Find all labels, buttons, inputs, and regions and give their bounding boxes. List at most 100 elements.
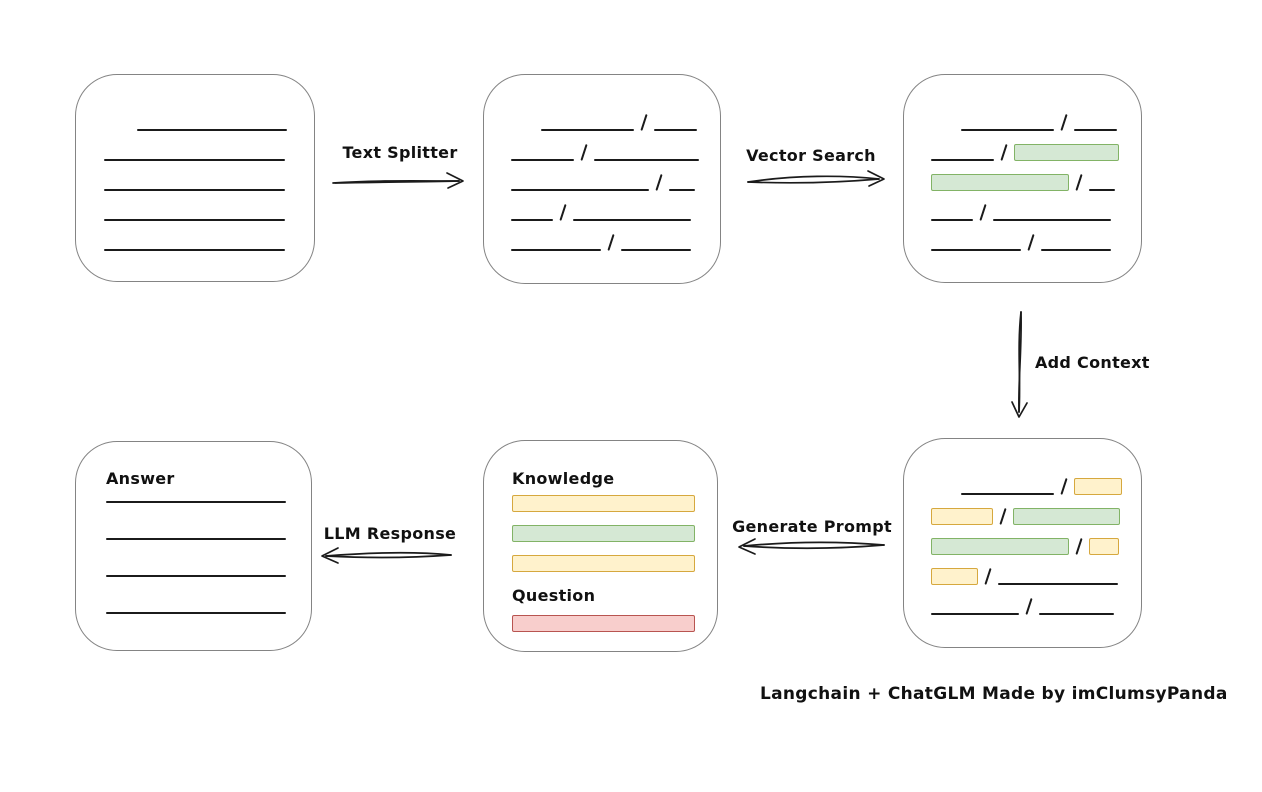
- text-line: [104, 249, 285, 251]
- text-line: [573, 219, 691, 221]
- node-context-chunks: [903, 438, 1142, 648]
- text-line: [961, 493, 1054, 495]
- text-row: [931, 131, 1141, 161]
- slash-separator: [1026, 233, 1036, 251]
- text-row: [931, 191, 1141, 221]
- text-row: [104, 131, 314, 161]
- text-splitter-label: Text Splitter: [342, 143, 458, 162]
- text-row: [511, 131, 720, 161]
- green-highlight-chip: [931, 174, 1069, 191]
- node-matched-chunks: [903, 74, 1142, 283]
- green-highlight-chip: [1013, 508, 1120, 525]
- text-row: [511, 161, 720, 191]
- text-row: [931, 525, 1141, 555]
- slash-separator: [639, 113, 649, 131]
- text-line: [1039, 613, 1114, 615]
- yellow-highlight-chip: [1089, 538, 1119, 555]
- text-line: [106, 501, 286, 503]
- green-highlight-chip: [931, 538, 1069, 555]
- node-label: Knowledge: [512, 468, 615, 488]
- node-answer: Answer: [75, 441, 312, 651]
- slash-separator: [1024, 597, 1034, 615]
- text-row: [931, 161, 1141, 191]
- slash-separator: [558, 203, 568, 221]
- text-row: Knowledge: [512, 461, 717, 488]
- indent-gap: [104, 130, 137, 131]
- text-row: [106, 540, 311, 577]
- text-line: [931, 219, 973, 221]
- yellow-highlight-chip: [931, 568, 978, 585]
- node-label: Answer: [106, 468, 175, 488]
- text-row: [511, 221, 720, 251]
- node-label: Question: [512, 585, 596, 605]
- text-line: [104, 219, 285, 221]
- slash-separator: [579, 143, 589, 161]
- text-row: [931, 465, 1141, 495]
- green-highlight-chip: [1014, 144, 1119, 161]
- yellow-highlight-chip: [931, 508, 993, 525]
- llm-response-label: LLM Response: [323, 524, 457, 543]
- red-highlight-chip: [512, 615, 695, 632]
- text-row: [104, 101, 314, 131]
- text-row: Answer: [106, 464, 311, 488]
- node-split-chunks: [483, 74, 721, 284]
- text-line: [998, 583, 1118, 585]
- indent-gap: [931, 130, 961, 131]
- text-line: [594, 159, 699, 161]
- text-row: [104, 221, 314, 251]
- text-line: [993, 219, 1111, 221]
- text-line: [1074, 129, 1117, 131]
- generate-prompt-arrow: [738, 538, 885, 555]
- yellow-highlight-chip: [512, 495, 695, 512]
- text-line: [1041, 249, 1111, 251]
- text-row: [106, 503, 311, 540]
- text-row: [931, 555, 1141, 585]
- slash-separator: [1074, 537, 1084, 555]
- text-line: [669, 189, 695, 191]
- text-line: [931, 159, 994, 161]
- text-row: [512, 512, 717, 542]
- slash-separator: [998, 507, 1008, 525]
- indent-gap: [931, 494, 961, 495]
- llm-response-arrow: [321, 547, 452, 564]
- text-line: [931, 613, 1019, 615]
- slash-separator: [983, 567, 993, 585]
- yellow-highlight-chip: [1074, 478, 1122, 495]
- text-line: [511, 219, 553, 221]
- vector-search-arrow: [747, 170, 885, 187]
- text-line: [511, 159, 574, 161]
- text-splitter-arrow: [332, 172, 464, 189]
- text-row: [931, 101, 1141, 131]
- slash-separator: [1059, 113, 1069, 131]
- text-line: [137, 129, 287, 131]
- text-row: [511, 191, 720, 221]
- text-line: [511, 249, 601, 251]
- text-line: [106, 538, 286, 540]
- text-row: [106, 488, 311, 503]
- node-source-document: [75, 74, 315, 282]
- slash-separator: [1059, 477, 1069, 495]
- text-row: [104, 161, 314, 191]
- text-line: [106, 612, 286, 614]
- text-row: [511, 101, 720, 131]
- text-line: [541, 129, 634, 131]
- text-line: [104, 159, 285, 161]
- text-line: [961, 129, 1054, 131]
- slash-separator: [606, 233, 616, 251]
- indent-gap: [511, 130, 541, 131]
- text-row: [931, 221, 1141, 251]
- text-row: [931, 585, 1141, 615]
- text-line: [106, 575, 286, 577]
- text-line: [931, 249, 1021, 251]
- add-context-label: Add Context: [1035, 353, 1150, 372]
- vector-search-label: Vector Search: [746, 146, 876, 165]
- generate-prompt-label: Generate Prompt: [732, 517, 892, 536]
- text-row: Question: [512, 572, 717, 605]
- text-line: [104, 189, 285, 191]
- slash-separator: [999, 143, 1009, 161]
- slash-separator: [978, 203, 988, 221]
- green-highlight-chip: [512, 525, 695, 542]
- text-row: [931, 495, 1141, 525]
